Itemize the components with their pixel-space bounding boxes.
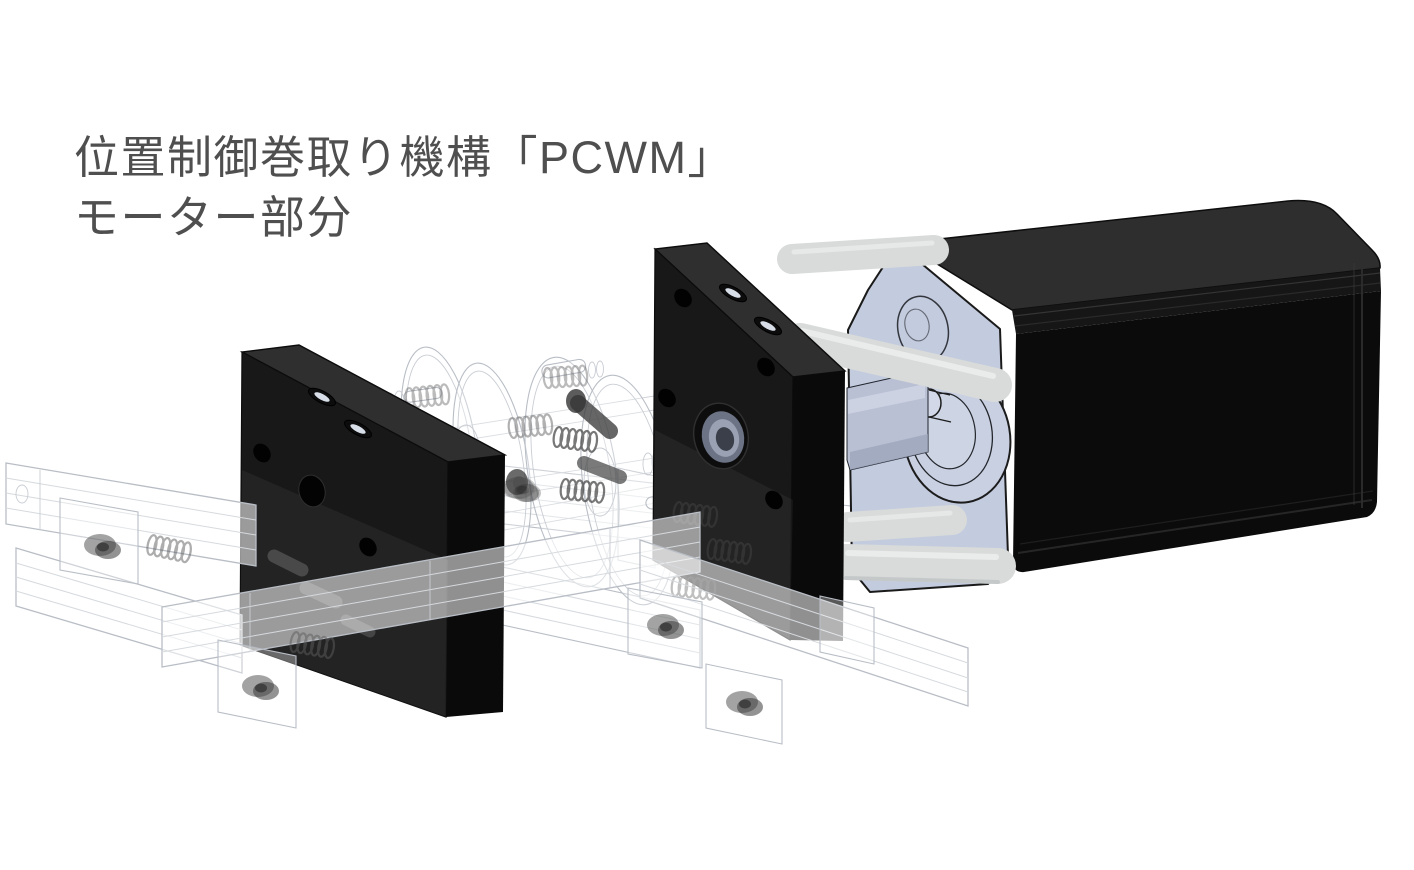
mount-hole (757, 357, 775, 377)
ghost-base-frame-front (5, 462, 969, 745)
black-screw (577, 456, 627, 484)
shaft-bore (298, 474, 326, 508)
plate-hole (359, 537, 377, 557)
mount-hole (658, 388, 676, 408)
ghost-slot-tab (819, 595, 875, 665)
standoffs (777, 235, 1016, 584)
motor-top-face (900, 199, 1381, 311)
plate-hole (253, 443, 271, 463)
motor-chamfer-band (1012, 268, 1381, 334)
standoff-bottom-near (828, 544, 1016, 584)
title-line-2: モーター部分 (74, 192, 354, 243)
stepper-motor-body (900, 199, 1381, 573)
standoff-top-near (783, 323, 1012, 402)
standoff-bottom-far (833, 505, 967, 542)
title-block: 位置制御巻取り機構「PCWM」 モーター部分 (74, 128, 734, 248)
mount-plate-side-face (790, 371, 845, 641)
mount-hole (674, 288, 692, 308)
motor-front-face (1013, 291, 1381, 573)
title-line-1: 位置制御巻取り機構「PCWM」 (74, 132, 734, 183)
mount-hole (765, 490, 783, 510)
bearing-bore (693, 402, 749, 470)
standoff-top-far (777, 235, 949, 274)
shaft-coupling (846, 370, 929, 471)
